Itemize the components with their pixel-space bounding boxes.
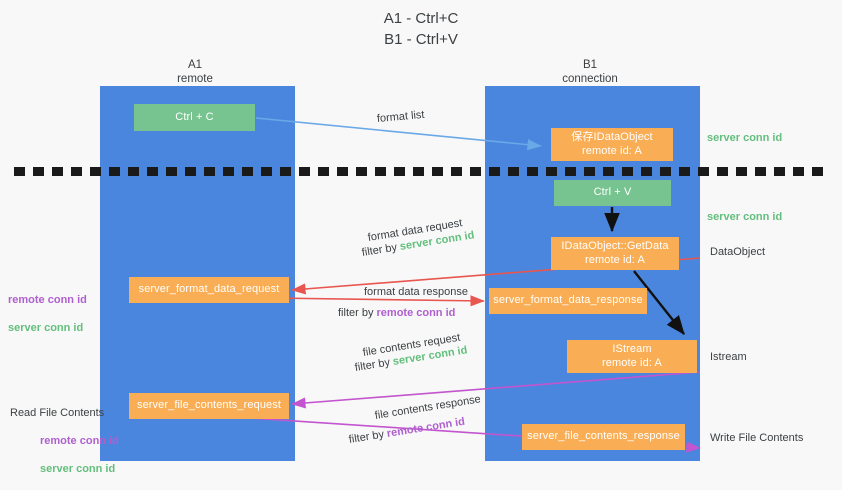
- filter-prefix: filter by: [353, 356, 394, 374]
- annotation-write-file-contents: Write File Contents: [710, 432, 804, 444]
- box-save-idataobject[interactable]: 保存IDataObject remote id: A: [551, 128, 673, 161]
- annotation-remote-conn-id: remote conn id: [40, 435, 119, 447]
- label-format-data-response: format data response: [364, 286, 468, 298]
- column-header-b1: B1 connection: [562, 59, 618, 85]
- box-server-format-data-request[interactable]: server_format_data_request: [129, 277, 289, 303]
- box-ctrl-c[interactable]: Ctrl + C: [134, 104, 255, 131]
- label-file-contents-response: file contents response: [373, 393, 482, 422]
- annotation-conn-ids-upper: remote conn id server conn id: [8, 279, 87, 335]
- label-file-contents-response-filter: filter by remote conn id: [348, 415, 466, 448]
- annotation-read-file-contents: Read File Contents: [10, 407, 105, 419]
- annotation-server-conn-id: server conn id: [8, 322, 84, 334]
- annotation-server-conn-id-mid: server conn id: [707, 211, 783, 223]
- page-title: A1 - Ctrl+C B1 - Ctrl+V: [383, 10, 459, 48]
- dashed-divider: [14, 167, 828, 176]
- annotation-dataobject: DataObject: [710, 246, 766, 258]
- box-server-format-data-response[interactable]: server_format_data_response: [489, 288, 647, 314]
- filter-id-remote-conn: remote conn id: [376, 307, 456, 319]
- column-header-a1: A1 remote: [177, 59, 213, 85]
- annotation-read-file-contents-group: Read File Contents remote conn id server…: [10, 392, 119, 490]
- box-idataobject-getdata[interactable]: IDataObject::GetData remote id: A: [551, 237, 679, 270]
- annotation-server-conn-id: server conn id: [40, 463, 116, 475]
- box-ctrl-v[interactable]: Ctrl + V: [554, 180, 671, 206]
- box-istream[interactable]: IStream remote id: A: [567, 340, 697, 373]
- label-format-data-response-filter: filter by remote conn id: [338, 306, 455, 321]
- annotation-server-conn-id-top: server conn id: [707, 132, 783, 144]
- filter-prefix: filter by: [338, 307, 377, 319]
- box-server-file-contents-response[interactable]: server_file_contents_response: [522, 424, 685, 450]
- label-format-list: format list: [376, 108, 425, 125]
- box-server-file-contents-request[interactable]: server_file_contents_request: [129, 393, 289, 419]
- filter-prefix: filter by: [360, 241, 401, 259]
- annotation-istream: Istream: [710, 351, 747, 363]
- annotation-remote-conn-id: remote conn id: [8, 294, 87, 306]
- filter-prefix: filter by: [347, 428, 388, 446]
